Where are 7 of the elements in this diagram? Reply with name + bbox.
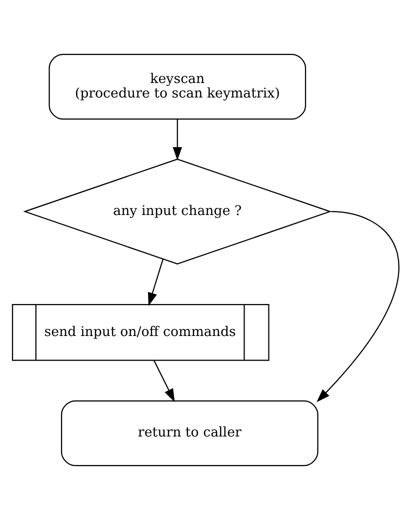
arrow	[172, 118, 182, 160]
arrow	[148, 258, 164, 306]
arrow	[316, 210, 400, 402]
node-box: return to caller	[60, 400, 318, 466]
node-diamond: any input change ?	[23, 158, 332, 264]
arrow	[154, 360, 175, 402]
node-box: keyscan (procedure to scan keymatrix)	[48, 53, 306, 120]
